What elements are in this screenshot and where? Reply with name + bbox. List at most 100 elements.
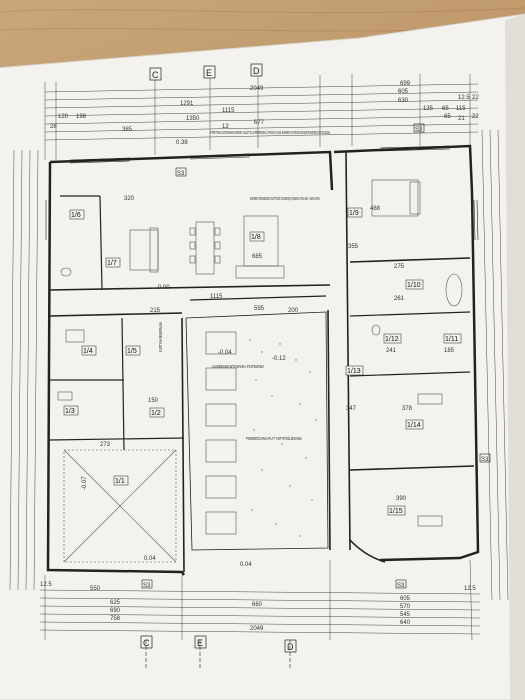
dim-21: 21	[458, 116, 465, 122]
dim-interior-488: 488	[370, 206, 381, 212]
section-marker-4: S3	[143, 583, 151, 589]
side-dimension-lines	[9, 129, 509, 601]
room-label-1-13: 1/13	[347, 368, 361, 375]
interior-dimensions: 1115 215 595 275 261 200 378 390 273 150…	[100, 196, 455, 502]
axis-marker-e-bottom: E	[197, 638, 203, 648]
dim-28: 28	[50, 124, 57, 130]
dim-1115: 1115	[222, 108, 235, 114]
dim-interior-347: 347	[346, 406, 357, 412]
dim-interior-390: 390	[396, 496, 407, 502]
dim-12-5: 12.5	[458, 95, 470, 101]
dim-115: 115	[456, 106, 466, 112]
dim-1350: 1350	[186, 116, 200, 122]
top-dimension-texts: 2049 1291 699 1115 605 630 1350 12.5 22 …	[50, 81, 479, 133]
dim-65: 65	[442, 106, 449, 112]
room-label-1-9: 1/9	[349, 210, 359, 217]
dim-interior-273: 273	[100, 442, 111, 448]
level-mark-5: 0.04	[144, 556, 156, 562]
dim-bottom-12-5-b: 12.5	[464, 586, 476, 592]
dim-bottom-640: 640	[400, 620, 411, 626]
dim-22-small: 22	[472, 114, 479, 120]
room-label-1-11: 1/11	[445, 336, 458, 343]
dim-605: 605	[398, 89, 409, 95]
section-marker-2: S3	[415, 127, 423, 133]
dim-interior-215: 215	[150, 308, 161, 314]
dim-22: 22	[472, 95, 479, 101]
dim-interior-261: 261	[394, 296, 405, 302]
dim-699: 699	[400, 81, 411, 87]
dim-interior-355: 355	[348, 244, 359, 250]
room-label-1-8: 1/8	[251, 234, 261, 241]
dim-interior-185: 185	[444, 348, 455, 354]
wall-note: W PRZYPADKU ZASTOSOWANIA KOMINKA, NALEŻY…	[210, 129, 330, 135]
dim-interior-320: 320	[124, 196, 135, 202]
axis-marker-d-top: D	[253, 66, 260, 76]
room-labels: 1/8 1/6 1/7 1/9 1/10 1/4 1/5 1/3 1/2 1/1…	[63, 207, 462, 516]
room-label-1-7: 1/7	[107, 260, 117, 267]
window-marks	[45, 145, 479, 241]
dim-bottom-660: 660	[252, 602, 263, 608]
room-label-1-15: 1/15	[389, 508, 403, 515]
room-label-1-6: 1/6	[71, 212, 81, 219]
axis-marker-c-top: C	[152, 70, 159, 80]
bottom-dimension-lines	[39, 559, 481, 641]
room-label-1-1: 1/1	[115, 478, 125, 485]
room-label-1-10: 1/10	[407, 282, 421, 289]
section-marker-1: S3	[177, 171, 185, 177]
slab-note: POWIERZCHNIA PŁYT ANTYPOŚLIZGOWA	[246, 434, 302, 441]
dim-interior-275: 275	[394, 264, 405, 270]
level-mark-2: 0.00	[158, 285, 170, 291]
room-label-1-5: 1/5	[127, 348, 137, 355]
axis-markers-bottom: C E D	[140, 635, 297, 668]
level-mark-3: -0.04	[218, 350, 232, 356]
bottom-dimension-texts: 550 12.5 12.5 625 660 690 758 605 570 54…	[40, 582, 476, 632]
dim-12: 12	[222, 124, 229, 130]
dim-bottom-overall: 2049	[250, 626, 264, 632]
dim-bottom-690: 690	[110, 608, 121, 614]
dim-interior-150: 150	[148, 398, 159, 404]
axis-marker-e-top: E	[206, 68, 212, 78]
room-label-1-14: 1/14	[407, 422, 421, 429]
dim-677: 677	[254, 120, 265, 126]
axis-markers-top: C E D	[149, 63, 263, 81]
building-walls	[46, 144, 480, 576]
courtyard-note: ALUMINIOWA WYCINANKA SYSTEMOWA	[212, 364, 264, 369]
paper-shadow	[505, 14, 525, 700]
section-marker-3: S3	[481, 457, 489, 463]
garden-note: KURTYNA MINERALNA	[158, 322, 163, 352]
furniture	[57, 179, 463, 563]
room-label-1-3: 1/3	[65, 408, 75, 415]
dim-120: 120	[58, 114, 69, 120]
dim-interior-1115: 1115	[210, 294, 223, 300]
dim-bottom-12-5-a: 12.5	[40, 582, 52, 588]
level-mark-1: 0.38	[176, 140, 188, 146]
dim-bottom-625: 625	[110, 600, 121, 606]
top-dimension-lines	[44, 74, 479, 160]
section-markers: S3 S3 S3 S3 S3	[141, 123, 491, 589]
dim-65-small: 65	[444, 114, 451, 120]
level-mark-4: -0.12	[272, 356, 286, 362]
dim-1291: 1291	[180, 101, 194, 107]
section-marker-5: S3	[397, 583, 405, 589]
courtyard-gravel-pattern	[249, 339, 317, 537]
room-label-1-4: 1/4	[83, 348, 93, 355]
dim-630: 630	[398, 98, 409, 104]
dim-385: 385	[122, 127, 133, 133]
dim-bottom-758: 758	[110, 616, 121, 622]
level-marks: 0.38 0.00 -0.04 -0.12 0.04 -0.07 0.04	[82, 140, 286, 568]
dim-interior-200: 200	[288, 308, 299, 314]
room-label-1-2: 1/2	[151, 410, 161, 417]
dim-interior-595: 595	[254, 306, 265, 312]
level-mark-7: 0.04	[240, 562, 252, 568]
dim-198: 198	[76, 114, 87, 120]
annotation-notes: W PRZYPADKU ZASTOSOWANIA KOMINKA, NALEŻY…	[158, 129, 330, 441]
dim-bottom-605: 605	[400, 596, 411, 602]
level-mark-6: -0.07	[82, 476, 88, 490]
dim-interior-685: 685	[252, 254, 263, 260]
dim-interior-241: 241	[386, 348, 397, 354]
dim-bottom-550: 550	[90, 586, 101, 592]
dim-interior-378: 378	[402, 406, 413, 412]
dim-135: 135	[423, 106, 434, 112]
dim-bottom-545: 545	[400, 612, 411, 618]
